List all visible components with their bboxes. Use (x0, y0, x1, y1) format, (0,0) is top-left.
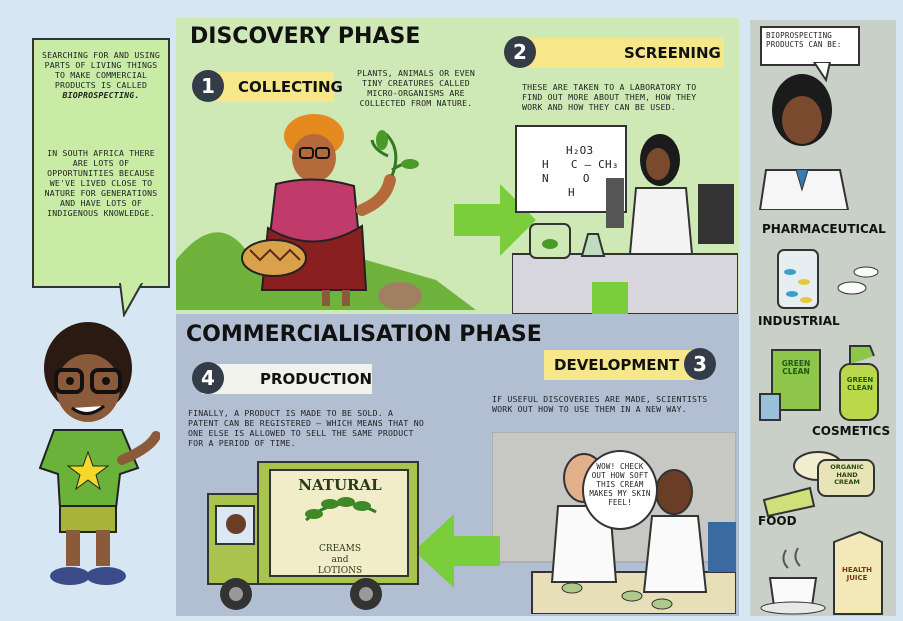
scientist-woman-illustration (758, 74, 850, 210)
health-juice-label: HEALTH JUICE (842, 566, 872, 582)
discovery-phase-panel: DISCOVERY PHASE 1 COLLECTING Plants, ani… (176, 18, 739, 362)
screening-text: These are taken to a laboratory to find … (522, 82, 697, 112)
category-food: FOOD (758, 514, 797, 528)
products-panel: Bioprospecting products can be: PHARMACE… (750, 20, 896, 616)
speech-cream-text: Wow! Check out how soft this cream makes… (589, 462, 651, 507)
step-3-number: 3 (684, 348, 716, 380)
collecting-text: Plants, animals or even tiny creatures c… (357, 68, 475, 108)
screening-tag (516, 38, 724, 68)
step-2-number: 2 (504, 36, 536, 68)
collecting-tag (216, 72, 334, 102)
production-tag (202, 364, 372, 394)
truck-line-3: LOTIONS (317, 566, 363, 576)
production-label: PRODUCTION (260, 370, 373, 388)
collecting-label: COLLECTING (238, 78, 343, 96)
woman-collecting-plants-illustration (176, 114, 476, 310)
natural-products-truck-illustration (207, 461, 419, 610)
green-clean-label-2: GREEN CLEAN (846, 376, 874, 392)
arrow-development-to-production (414, 514, 500, 588)
speech-bubble-cream: Wow! Check out how soft this cream makes… (582, 450, 658, 530)
step-4-number: 4 (192, 362, 224, 394)
tea-and-juice-icon (760, 530, 883, 615)
formula-h: H (542, 158, 549, 171)
truck-products: CREAMS and LOTIONS (272, 544, 408, 577)
formula-h2: H (568, 186, 575, 199)
category-industrial: INDUSTRIAL (758, 314, 840, 328)
truck-line-1: CREAMS (318, 544, 362, 554)
truck-line-2: and (331, 555, 349, 565)
formula-top: H₂O3 (566, 144, 594, 157)
category-pharmaceutical: PHARMACEUTICAL (762, 222, 886, 236)
formula-ch3: CH₃ (598, 158, 619, 171)
boy-character-illustration (38, 322, 160, 585)
cleaning-products-icon (759, 345, 879, 421)
intro-speech-bubble: Searching for and using parts of living … (32, 38, 170, 288)
screening-label: SCREENING (624, 44, 721, 62)
products-bubble-tail (812, 62, 832, 82)
pills-jar-icon (777, 249, 879, 309)
development-tag (544, 350, 694, 380)
formula-n: N (542, 172, 549, 185)
green-clean-label-1: GREEN CLEAN (781, 359, 811, 376)
products-bubble-text: Bioprospecting products can be: (766, 31, 842, 49)
products-speech-bubble: Bioprospecting products can be: (760, 26, 860, 66)
intro-keyword: bioprospecting. (62, 90, 140, 100)
truck-brand: NATURAL (298, 476, 382, 494)
development-text: If useful discoveries are made, scientis… (492, 394, 708, 414)
hand-cream-icon (762, 451, 875, 518)
step-1-number: 1 (192, 70, 224, 102)
intro-text-1: Searching for and using parts of living … (42, 50, 160, 90)
commercialisation-phase-panel: COMMERCIALISATION PHASE DEVELOPMENT 3 If… (176, 314, 739, 616)
commercialisation-title: COMMERCIALISATION PHASE (186, 322, 542, 347)
formula-c: C (570, 158, 578, 171)
bubble-tail (118, 283, 144, 317)
hand-cream-label: ORGANIC HAND CREAM (830, 463, 864, 486)
discovery-title: DISCOVERY PHASE (190, 24, 421, 49)
category-cosmetics: COSMETICS (812, 424, 891, 438)
intro-text-2: In South Africa there are lots of opport… (44, 148, 158, 218)
formula-o: O (582, 172, 590, 185)
development-label: DEVELOPMENT (554, 356, 680, 374)
production-text: Finally, a product is made to be sold. A… (188, 408, 424, 448)
